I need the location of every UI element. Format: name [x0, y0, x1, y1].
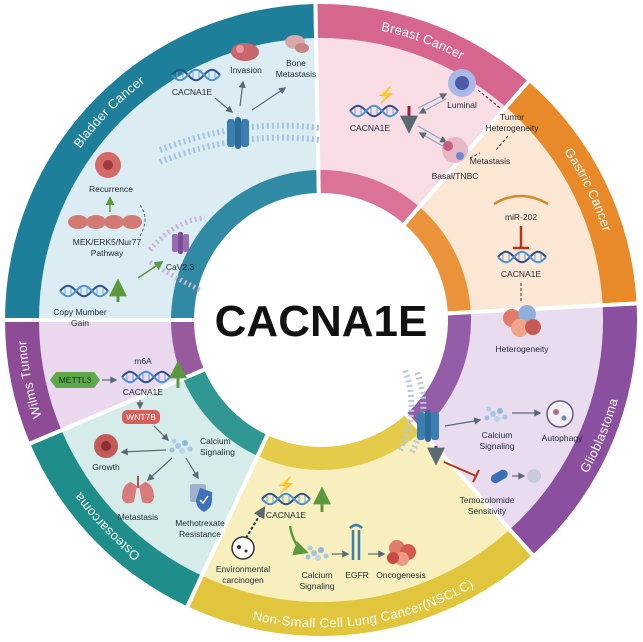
- heterogeneity-label: Heterogeneity: [496, 344, 550, 354]
- env-label-2: carcinogen: [222, 575, 264, 585]
- gastric-gene-label: CACNA1E: [501, 269, 541, 279]
- sector-gastric: [401, 78, 639, 316]
- nsclc-calcium-label-1: Calcium: [302, 570, 333, 580]
- recurrence-cell-icon: [95, 152, 121, 178]
- lungs-icon: [122, 476, 154, 504]
- osteo-calcium-label-1: Calcium: [200, 436, 231, 446]
- osteo-calcium-label-2: Signaling: [200, 447, 235, 457]
- ion-channel-icon: [417, 410, 439, 442]
- cell-icon: [527, 469, 541, 483]
- sector-inner-band-gastric: [404, 206, 471, 314]
- bone-label-2: Metastasis: [276, 69, 317, 79]
- sector-inner-band-osteosarcoma: [182, 369, 268, 456]
- sector-separator: [184, 432, 270, 610]
- calcium-label-2: Signaling: [480, 441, 515, 451]
- bone-label-1: Bone: [286, 58, 306, 68]
- sector-inner-band-nsclc: [257, 414, 422, 470]
- tmz-label-2: Sensitivity: [468, 506, 507, 516]
- shield-check-icon: [190, 484, 212, 512]
- sector-inner-band-bladder: [171, 170, 319, 320]
- autophagy-label: Autophagy: [542, 433, 583, 443]
- basal-label: Basal/TNBC: [432, 171, 479, 181]
- sector-inner-band-breast: [318, 170, 420, 225]
- membrane-icon: [148, 215, 206, 293]
- center-hub: [196, 195, 446, 445]
- lightning-icon: ⚡: [376, 85, 396, 104]
- mtx-label-1: Methotrexate: [175, 518, 225, 528]
- autophagy-icon: [546, 400, 574, 428]
- growth-label: Growth: [92, 462, 120, 472]
- sector-wilms: [3, 318, 207, 447]
- basal-cell-icon: [442, 137, 468, 163]
- center-label: CACNA1E: [215, 297, 428, 346]
- mettl3-label: METTL3: [59, 375, 92, 385]
- mirna-icon: [493, 194, 549, 206]
- nsclc-content: ⚡ CACNA1E Environmental carcinogen Calci…: [216, 475, 426, 591]
- drug-capsule-icon: [490, 469, 508, 484]
- sector-band-bladder: [5, 4, 317, 321]
- sector-band-nsclc: [187, 529, 533, 636]
- cnv-label-2: Gain: [71, 318, 89, 328]
- egfr-label: EGFR: [345, 570, 369, 580]
- sector-band-osteosarcoma: [30, 430, 202, 607]
- sector-inner-band-glioblastoma: [405, 312, 471, 432]
- oncogenesis-label: Oncogenesis: [376, 570, 426, 580]
- tumor-label-2: Heterogeneity: [486, 123, 540, 133]
- cav-channel-icon: [172, 232, 189, 254]
- membrane-icon: [397, 368, 427, 454]
- sector-background-wilms: [39, 320, 205, 431]
- oncogenesis-icon: [387, 540, 416, 566]
- mettl3-badge: METTL3: [50, 372, 100, 388]
- bladder-content: CACNA1E Invasion Bone Metastasis: [158, 35, 321, 165]
- sector-band-wilms: [5, 320, 62, 444]
- breast-gene-label: CACNA1E: [350, 123, 390, 133]
- bone-icon: [285, 35, 309, 53]
- sector-separator: [445, 301, 639, 316]
- wilms-content: Recurrence MEK/ERK5/Nur77 Pathway CaV2.3…: [53, 152, 206, 328]
- nsclc-calcium-label-2: Signaling: [300, 581, 335, 591]
- lightning-icon: ⚡: [276, 475, 296, 494]
- sectors-layer: [3, 2, 639, 636]
- egfr-receptor-icon: [349, 523, 363, 560]
- luminal-label: Luminal: [447, 100, 477, 110]
- sector-background-bladder: [39, 38, 319, 321]
- calcium-label-1: Calcium: [482, 430, 513, 440]
- sector-separator: [27, 367, 207, 447]
- osteo-metastasis-label: Metastasis: [118, 512, 159, 522]
- mirna-label: miR-202: [505, 212, 537, 222]
- bladder-gene-label: CACNA1E: [172, 87, 212, 97]
- breast-content: ⚡ CACNA1E Luminal Tumor Heterogeneity Me…: [349, 69, 540, 181]
- sector-band-glioblastoma: [509, 303, 638, 555]
- growth-cell-icon: [94, 434, 118, 458]
- invasion-label: Invasion: [230, 65, 262, 75]
- sector-separator: [313, 2, 321, 196]
- cav-label: CaV2.3: [166, 262, 195, 272]
- osteo-gene-label: CACNA1E: [123, 387, 163, 397]
- env-label-1: Environmental: [216, 564, 270, 574]
- mtx-label-2: Resistance: [179, 529, 221, 539]
- wnt7b-label: WNT7B: [126, 412, 156, 422]
- pathway-label-1: MEK/ERK5/Nur77: [73, 237, 142, 247]
- tumor-label-1: Tumor: [500, 112, 524, 122]
- sector-band-gastric: [506, 81, 637, 306]
- recurrence-label: Recurrence: [89, 184, 133, 194]
- invasion-cell-icon: [231, 43, 259, 61]
- tumor-cluster-icon: [503, 305, 541, 337]
- cnv-label-1: Copy Mumber: [53, 307, 107, 317]
- gastric-content: miR-202 CACNA1E Heterogeneity: [493, 194, 550, 354]
- m6a-label: m6A: [134, 356, 152, 366]
- glioblastoma-content: Calcium Signaling Autophagy Temozolomide…: [397, 368, 583, 516]
- tmz-label-1: Temozolomide: [460, 495, 515, 505]
- nsclc-gene-label: CACNA1E: [266, 510, 306, 520]
- luminal-cell-icon: [448, 69, 476, 97]
- pathway-label-2: Pathway: [91, 248, 124, 258]
- ion-channel-icon: [227, 117, 249, 149]
- wnt7b-badge: WNT7B: [122, 410, 160, 424]
- carcinogen-icon: [231, 536, 255, 560]
- metastasis-label: Metastasis: [470, 156, 511, 166]
- pathway-cells-icon: [68, 215, 142, 229]
- osteosarcoma-content: METTL3 m6A CACNA1E WNT7B Calcium Signali…: [50, 356, 235, 539]
